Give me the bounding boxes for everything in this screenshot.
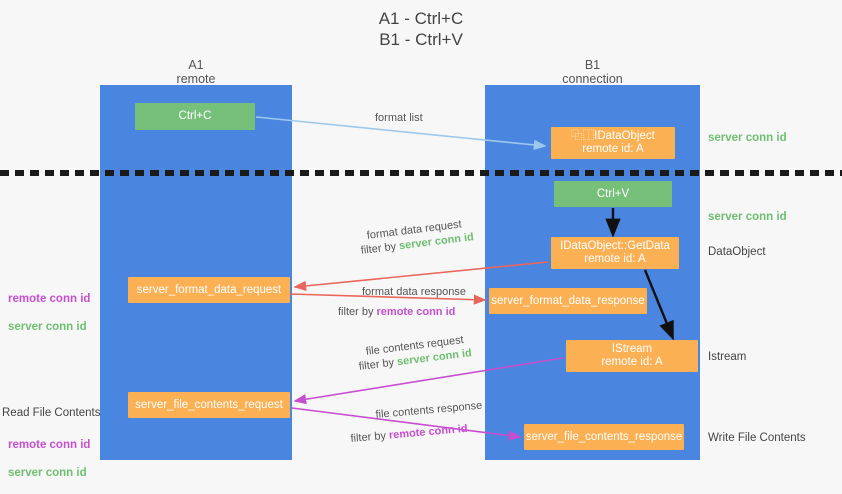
- box-server-file-contents-request[interactable]: server_file_contents_request: [128, 392, 290, 418]
- left-label-remote-conn-id-1: remote conn id: [8, 293, 91, 305]
- label-dataobject: DataObject: [708, 246, 766, 258]
- box-ctrl-v[interactable]: Ctrl+V: [554, 181, 672, 207]
- edge-label-file-contents-response: file contents response: [375, 399, 483, 421]
- phase-divider: [0, 170, 842, 176]
- left-label-remote-conn-id-2: remote conn id: [8, 439, 91, 451]
- left-label-server-conn-id-2: server conn id: [8, 467, 87, 479]
- left-label-group-1: remote conn id server conn id: [8, 278, 90, 348]
- box-server-format-data-request[interactable]: server_format_data_request: [128, 277, 290, 303]
- filter-prefix: filter by: [358, 356, 398, 373]
- label-istream: Istream: [708, 351, 747, 363]
- edge-label-format-data-response-filter: filter by remote conn id: [338, 305, 455, 320]
- page-title: A1 - Ctrl+C B1 - Ctrl+V: [378, 9, 464, 49]
- box-idataobject[interactable]: ⿻⿰IDataObject remote id: A: [551, 127, 675, 159]
- lane-header-a1: A1 remote: [176, 58, 216, 86]
- filter-prefix: filter by: [360, 240, 400, 257]
- box-idataobject-getdata[interactable]: IDataObject::GetData remote id: A: [551, 237, 679, 269]
- filter-prefix: filter by: [350, 429, 390, 445]
- filter-key-remote-conn-id: remote conn id: [376, 306, 456, 318]
- box-server-file-contents-response[interactable]: server_file_contents_response: [524, 424, 684, 450]
- box-istream[interactable]: IStream remote id: A: [566, 340, 698, 372]
- edge-label-file-contents-response-filter: filter by remote conn id: [350, 422, 468, 447]
- lane-header-b1: B1 connection: [562, 58, 623, 86]
- edge-label-format-list: format list: [375, 112, 423, 124]
- edge-label-format-data-response: format data response: [362, 286, 466, 298]
- left-label-server-conn-id-1: server conn id: [8, 321, 87, 333]
- label-write-file-contents: Write File Contents: [708, 432, 806, 444]
- label-server-conn-id-mid: server conn id: [708, 211, 787, 223]
- label-server-conn-id-top: server conn id: [708, 132, 787, 144]
- left-label-read-file-contents: Read File Contents: [2, 407, 101, 419]
- left-label-group-2: Read File Contents remote conn id server…: [2, 392, 100, 494]
- filter-key-remote-conn-id: remote conn id: [388, 422, 469, 442]
- box-ctrl-c[interactable]: Ctrl+C: [135, 103, 255, 130]
- box-server-format-data-response[interactable]: server_format_data_response: [489, 288, 647, 314]
- filter-prefix: filter by: [338, 306, 377, 318]
